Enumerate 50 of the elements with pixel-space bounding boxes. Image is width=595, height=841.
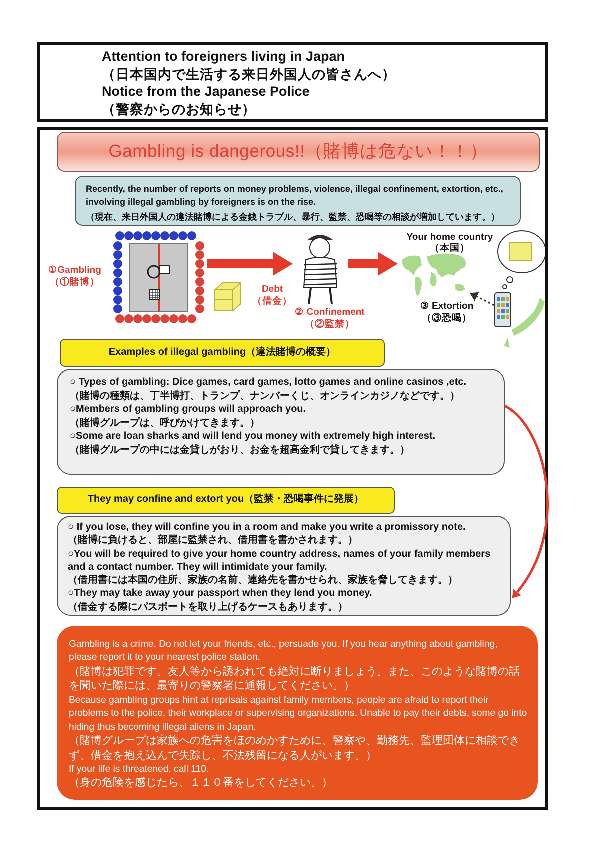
bullet-text: ○Some are loan sharks and will lend you money with extremely high interest. (70, 430, 437, 444)
picture-caption: ③ Extortion (419, 301, 475, 312)
warning-text: （賭博グループは家族への危害をほのめかすために、警察や、勤務先、監理団体に相談できず、借金を抱え込んで失踪し、不法残留になる人がいます。） (69, 734, 521, 764)
section-heading-bar (57, 487, 395, 514)
title-banner (57, 132, 540, 172)
picture-caption: Your home country (406, 232, 494, 243)
bullet-list-box (57, 516, 511, 616)
section-heading: Examples of illegal gambling（違法賭博の概要） (108, 346, 338, 360)
warning-text: Gambling is a crime. Do not let your friends, etc., persuade you. If you hear anything about gambling, please report it to your nearest police station. (69, 638, 499, 665)
intro-text: （現在、来日外国人の違法賭博による金銭トラブル、暴行、監禁、恐喝等の相談が増加しています。） (86, 211, 501, 224)
section-heading-bar (60, 339, 385, 367)
arrow (504, 405, 549, 599)
arrow (348, 252, 398, 276)
bullet-text: ○They may take away your passport when they lend you money. (68, 587, 374, 601)
bullet-text: ○ If you lose, they will confine you in a room and make you write a promissory note. (68, 521, 467, 534)
bullet-text: ○Members of gambling groups will approach you. (70, 403, 308, 417)
picture-caption: （本国） (429, 243, 471, 255)
warning-text: （賭博は犯罪です。友人等から誘われても絶対に断りましょう。また、このような賭博の話を聞いた際には、最寄りの警察署に通報してください。） (69, 664, 521, 694)
picture-caption: ①Gambling (48, 265, 102, 276)
warning-box (57, 626, 538, 800)
heading-text: Notice from the Japanese Police (102, 83, 311, 100)
heading-text: Attention to foreigners living in Japan (102, 48, 346, 66)
heading-text: （日本国内で生活する来日外国人の皆さんへ） (102, 66, 397, 83)
picture-caption: （①賭博） (49, 277, 101, 289)
arrow (470, 292, 494, 306)
content-frame (37, 127, 548, 810)
bullet-text: （賭博グループは、呼びかけてきます。） (70, 416, 261, 430)
warning-text: （身の危険を感じたら、１１０番をしてください。） (69, 776, 334, 791)
picture-caption: ② Confinement (294, 307, 366, 318)
bullet-text: （賭博に負けると、部屋に監禁され、借用書を書かされます。） (68, 534, 359, 548)
heading-text: （警察からのお知らせ） (102, 100, 257, 118)
bullet-text: （賭博グループの中には金貸しがおり、お金を超高金利で貸してきます。） (70, 444, 411, 458)
warning-text: If your life is threatened, call 110. (69, 763, 210, 776)
banner-title: Gambling is dangerous!!（賭博は危ない！！） (108, 140, 490, 163)
bullet-text: （借金する際にパスポートを取り上げるケースもあります。） (68, 600, 349, 614)
picture-caption: （②監禁） (304, 319, 356, 331)
warning-text: Because gambling groups hint at reprisals against family members, people are afraid to report their problems to the police, their workplace or supervising organizations. Unable to pay their debts, some go into hiding thus becoming illegal aliens in Japan. (69, 694, 528, 734)
bullet-text: （借用書には本国の住所、家族の名前、連絡先を書かせられ、家族を脅してきます。） (68, 574, 459, 588)
intro-text: Recently, the number of reports on money problems, violence, illegal confinement, extortion, etc., involving illegal gambling by foreigners is on the rise. (86, 183, 504, 209)
picture-caption: （③恐喝） (421, 313, 473, 325)
section-heading: They may confine and extort you（監禁・恐喝事件に発展） (86, 492, 366, 507)
notice-header-box (37, 42, 548, 122)
bullet-text: ○ Types of gambling: Dice games, card games, lotto games and online casinos ,etc. (70, 376, 468, 390)
picture-caption: Debt (260, 284, 284, 296)
bullet-text: （賭博の種類は、丁半博打、トランプ、ナンバーくじ、オンラインカジノなどです。） (70, 390, 461, 404)
bullet-text: ○You will be required to give your home country address, names of your family members and a contact number. They will intimidate your family. (68, 548, 492, 574)
info-box (75, 176, 521, 226)
bullet-list-box (57, 369, 505, 475)
picture-caption: （借金） (252, 296, 294, 308)
arrow (207, 252, 293, 276)
